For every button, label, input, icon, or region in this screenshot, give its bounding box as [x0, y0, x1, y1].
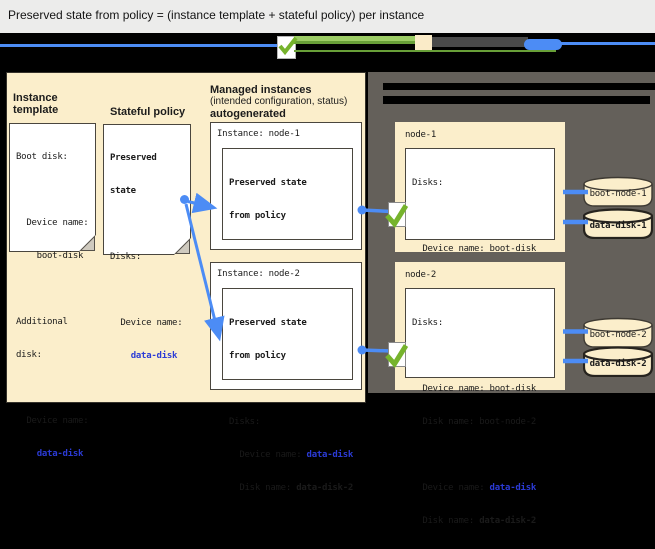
cylinder-icon [582, 208, 654, 240]
disks-label: Disks: [412, 318, 444, 328]
disk-cylinder-boot-node-2: boot-node-2 [583, 317, 653, 348]
doc-line: Boot disk: [16, 152, 68, 162]
dog-ear-icon [174, 238, 191, 255]
disk-cylinder-data-disk-1: data-disk-1 [582, 208, 654, 240]
preserved-state-box: Preserved state from policy Disks: Devic… [222, 288, 353, 493]
legend-strip [0, 33, 655, 72]
cylinder-icon [582, 346, 654, 378]
doc-line [110, 219, 190, 230]
cylinder-icon [583, 317, 653, 348]
managed-instance-card-node-1: Instance: node-1 Preserved state from po… [210, 122, 362, 353]
doc-line [16, 185, 95, 196]
boot-device-line: Device name: boot-disk [412, 244, 537, 254]
legend-blue-pill [524, 39, 562, 50]
legend-green-underline [294, 50, 556, 52]
vm-name: node-2 [405, 270, 437, 280]
doc-line [16, 284, 95, 295]
managed-instance-title: Instance: node-2 [217, 269, 300, 279]
vm-name: node-1 [405, 130, 437, 140]
data-disk-value: data-disk [36, 449, 84, 459]
managed-heading-line2: (intended configuration, status) [210, 96, 348, 107]
data-disk-value: data-disk [489, 483, 537, 493]
disk-name-value: data-disk-2 [479, 516, 537, 526]
doc-line [110, 285, 190, 296]
legend-blue-line-right [557, 42, 655, 45]
boot-device-line: Device name: boot-disk [412, 384, 537, 394]
doc-line: Preserved [110, 153, 157, 163]
instance-template-doc: Boot disk: Device name: boot-disk Additi… [9, 123, 96, 459]
doc-line: Disks: [110, 252, 142, 262]
doc-line: disk: [16, 350, 42, 360]
preserved-state-line: from policy [229, 351, 286, 361]
doc-line: Device name: [16, 416, 89, 426]
managed-instance-card-node-2: Instance: node-2 Preserved state from po… [210, 262, 362, 493]
vm-disks-box: Disks: Device name: boot-disk Disk name:… [405, 288, 555, 526]
legend-green-bar [294, 36, 416, 44]
legend-blue-line-left [0, 44, 279, 47]
disk-name-line: Disk name: data-disk-2 [229, 483, 354, 493]
redacted-text-bar-1 [383, 83, 655, 90]
cylinder-icon [583, 176, 653, 207]
vm-disks-box: Disks: Device name: boot-disk Disk name:… [405, 148, 555, 386]
instance-template-heading: Instance template [13, 92, 59, 116]
data-disk-value: data-disk [306, 450, 354, 460]
managed-instances-heading: Managed instances (intended configuratio… [210, 84, 366, 120]
vm-card-node-1: node-1 Disks: Device name: boot-disk Dis… [395, 122, 565, 386]
data-device-line: Device name: data-disk [412, 483, 537, 493]
title-bar: Preserved state from policy = (instance … [0, 0, 655, 33]
doc-line: boot-disk [16, 251, 84, 261]
legend-gray-bar [432, 37, 528, 47]
preserved-state-box: Preserved state from policy Disks: Devic… [222, 148, 353, 353]
disk-cylinder-boot-node-1: boot-node-1 [583, 176, 653, 207]
managed-heading-line1: Managed instances [210, 84, 312, 96]
stateful-policy-heading: Stateful policy [110, 106, 186, 118]
data-disk-line: Disk name: data-disk-2 [412, 516, 537, 526]
preserved-state-line: from policy [229, 211, 286, 221]
disk-label: boot-node-1 [589, 189, 647, 199]
boot-disk-line: Disk name: boot-node-2 [412, 417, 537, 427]
redacted-text-bar-2 [383, 96, 650, 104]
disks-label: Disks: [412, 178, 444, 188]
doc-line: Device name: [16, 218, 89, 228]
doc-line: state [110, 186, 136, 196]
device-name-line: Device name: data-disk [229, 450, 354, 460]
disk-name-value: data-disk-2 [296, 483, 354, 493]
doc-line [16, 383, 95, 394]
managed-instance-title: Instance: node-1 [217, 129, 300, 139]
vm-card-node-2: node-2 Disks: Device name: boot-disk Dis… [395, 262, 565, 526]
disk-label: data-disk-2 [589, 359, 647, 369]
doc-line-data-disk: data-disk [110, 351, 190, 362]
preserved-state-line: Preserved state [229, 318, 307, 328]
dog-ear-icon [79, 235, 96, 252]
stateful-policy-doc: Preserved state Disks: Device name: data… [103, 124, 191, 361]
doc-line: Device name: [110, 318, 183, 328]
disks-label: Disks: [229, 417, 261, 427]
doc-line-data-disk: data-disk [16, 449, 95, 460]
data-disk-value: data-disk [130, 351, 178, 361]
managed-heading-line3: autogenerated [210, 108, 286, 120]
diagram-title: Preserved state from policy = (instance … [8, 8, 425, 22]
preserved-state-line: Preserved state [229, 178, 307, 188]
legend-cream-box [415, 35, 432, 50]
disk-cylinder-data-disk-2: data-disk-2 [582, 346, 654, 378]
disk-label: data-disk-1 [589, 221, 647, 231]
disk-label: boot-node-2 [589, 330, 647, 340]
doc-line: Additional [16, 317, 68, 327]
